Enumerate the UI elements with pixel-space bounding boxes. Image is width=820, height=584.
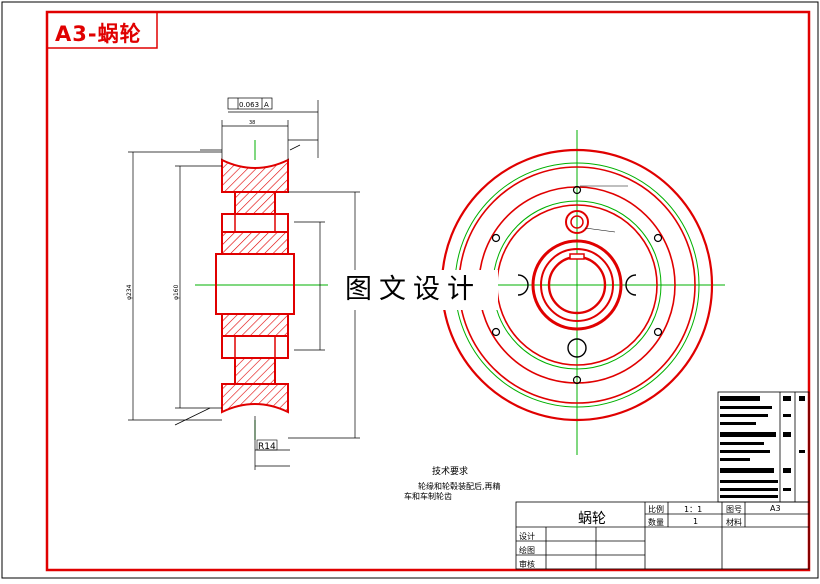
scale-value: 1：1 (684, 505, 703, 514)
lightening-hole-right (625, 274, 637, 296)
gdt-datum: A (264, 101, 269, 109)
dim-mid-diameter: φ160 (173, 284, 180, 300)
dim-radius: R14 (258, 442, 276, 452)
sheet-title: A3-蜗轮 (55, 22, 142, 46)
gdt-frame (227, 97, 273, 110)
drawing-no-value: A3 (770, 504, 781, 513)
review-label: 审核 (519, 560, 535, 569)
lightening-hole-bottom (567, 338, 587, 358)
part-name: 蜗轮 (578, 511, 606, 527)
hub-upper (221, 231, 289, 255)
drafter-label: 绘图 (519, 546, 535, 555)
rim-bottom-section (221, 383, 289, 414)
tech-req-line-1: 轮缘和轮毂装配后,再精 (418, 482, 501, 491)
rim-top-section (221, 158, 289, 193)
hub-lower (221, 313, 289, 337)
tech-req-line-2: 车和车制轮齿 (404, 492, 452, 501)
qty-label: 数量 (648, 518, 664, 527)
dimension-lines (128, 100, 360, 470)
scale-label: 比例 (648, 505, 664, 514)
gdt-tolerance: 0.063 (239, 101, 259, 109)
dim-outer-diameter: φ234 (126, 284, 133, 300)
dim-top-width: 38 (249, 120, 255, 126)
bolt-hole-lower-left (221, 335, 236, 359)
web-upper-1 (234, 191, 276, 215)
title-box (46, 11, 158, 49)
web-upper-2 (221, 213, 289, 233)
lightening-hole-top (565, 210, 589, 234)
title-block-grid (515, 391, 810, 570)
lightening-hole-left (517, 274, 529, 296)
hub-ring (540, 248, 614, 322)
hub-outer-circle (531, 239, 623, 331)
qty-value: 1 (693, 517, 699, 526)
web-lower-1 (234, 357, 276, 385)
bolt-hole-lower-right (274, 335, 289, 359)
bolt-hole-upper-right (274, 213, 289, 233)
design-label: 设计 (519, 532, 535, 541)
drawing-no-label: 图号 (726, 505, 742, 514)
watermark: 图文设计 (328, 270, 498, 310)
drawing-border (45, 10, 811, 572)
keyway (569, 253, 585, 260)
material-label: 材料 (726, 518, 742, 527)
tech-req-heading: 技术要求 (432, 467, 469, 477)
parameter-table (720, 396, 805, 498)
web-lower-2 (221, 335, 289, 359)
bore (215, 253, 295, 315)
section-view: 0.063 A 38 φ234 φ160 R14 (126, 97, 360, 470)
bolt-hole-upper-left (221, 213, 236, 233)
bolt-holes (491, 185, 663, 385)
